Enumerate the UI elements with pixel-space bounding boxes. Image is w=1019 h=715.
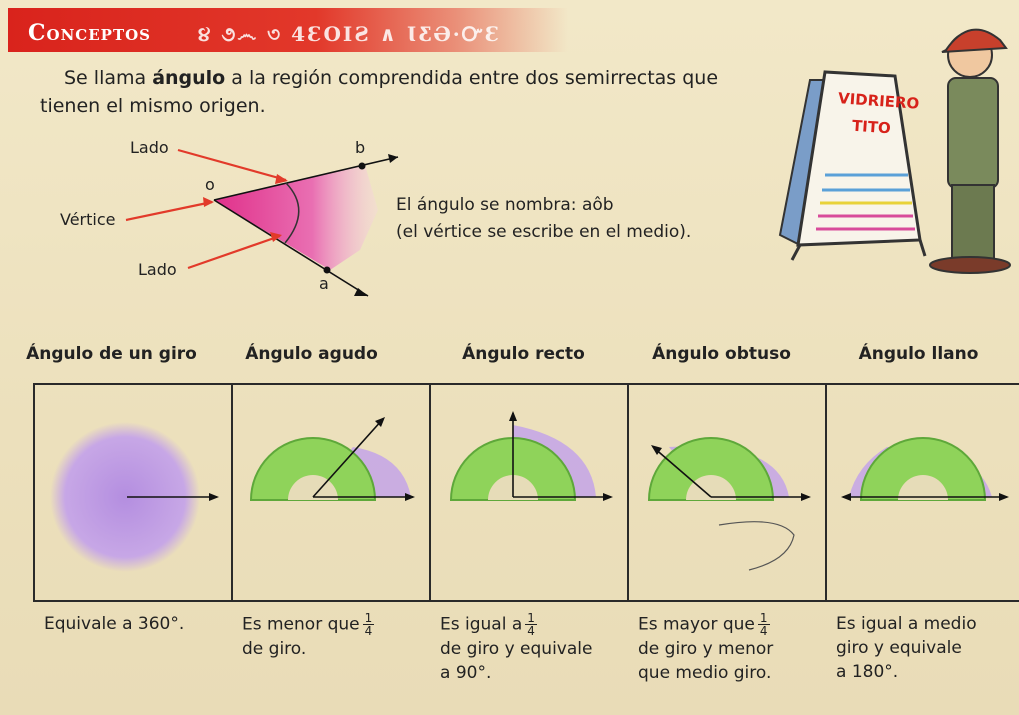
intro-part2: a la región comprendida entre dos semirr…: [225, 67, 719, 89]
desc-recto-line2: de giro y equivale: [440, 639, 593, 659]
panel-recto: [431, 385, 629, 600]
arrow-lado-top: [177, 148, 287, 182]
panel-obtuso: [629, 385, 827, 600]
intro-line2: tienen el mismo origen.: [40, 95, 266, 117]
intro-part1: Se llama: [64, 67, 153, 89]
label-vertice: Vértice: [60, 210, 116, 229]
desc-agudo-line2: de giro.: [242, 639, 307, 659]
header-llano: Ángulo llano: [858, 344, 979, 364]
desc-llano-line2: giro y equivale: [836, 638, 962, 658]
angle-arc: [284, 182, 300, 244]
desc-llano-line1: Es igual a medio: [836, 614, 977, 634]
desc-agudo-line1: Es menor que: [242, 614, 360, 635]
label-lado-bottom: Lado: [138, 260, 177, 279]
conceptos-banner: Conceptos ૪ ૭෴ ৩ 4ƐOIƧ ∧ ƖƸƏ·ᏅԐ: [8, 8, 568, 52]
angle-diagram: [125, 148, 399, 297]
panel-llano: [827, 385, 1019, 600]
desc-recto-line1: Es igual a: [440, 614, 523, 635]
point-a-dot: [323, 266, 331, 274]
panel-agudo: [233, 385, 431, 600]
protractor: [647, 437, 775, 501]
worker-legs: [951, 184, 995, 261]
protractor: [249, 437, 377, 501]
worker-shoes: [929, 256, 1011, 274]
naming-suffix: b: [602, 195, 614, 215]
desc-obtuso-line2: de giro y menor: [638, 639, 774, 659]
naming-text: El ángulo se nombra: aôb (el vértice se …: [396, 192, 691, 246]
header-agudo: Ángulo agudo: [245, 344, 378, 364]
definition-text: Se llama ángulo a la región comprendida …: [40, 64, 760, 120]
banner-title: Conceptos: [28, 20, 151, 46]
desc-giro: Equivale a 360°.: [44, 612, 224, 636]
label-point-o: o: [205, 175, 215, 194]
arrow-lado-bottom: [187, 234, 281, 270]
desc-recto-line3: a 90°.: [440, 663, 492, 683]
point-b-dot: [358, 162, 366, 170]
full-turn-region: [50, 422, 200, 572]
worker-body: [947, 77, 999, 189]
arrow-oa: [354, 288, 368, 296]
naming-line2: (el vértice se escribe en el medio).: [396, 222, 692, 242]
glazier-illustration: [778, 28, 1011, 274]
label-point-a: a: [319, 274, 329, 293]
protractor: [859, 437, 987, 501]
panel-giro: [35, 385, 233, 600]
ray-oa: [213, 199, 369, 297]
label-point-b: b: [355, 138, 366, 157]
header-giro: Ángulo de un giro: [26, 344, 197, 364]
naming-vertex: ô: [592, 195, 603, 215]
angle-types-headers: Ángulo de un giro Ángulo agudo Ángulo re…: [26, 344, 1019, 380]
intro-bold-term: ángulo: [152, 67, 226, 89]
header-recto: Ángulo recto: [462, 344, 585, 364]
arrow-vertice: [125, 200, 213, 222]
desc-obtuso-line1: Es mayor que: [638, 614, 755, 635]
arrow-ob: [388, 154, 398, 163]
worker-cap: [941, 28, 1008, 53]
naming-prefix: El ángulo se nombra: a: [396, 195, 593, 215]
ray-ob: [213, 156, 399, 201]
desc-giro-line1: Equivale a 360°.: [44, 614, 185, 634]
angle-types-panels: [33, 383, 1019, 602]
angle-region: [214, 165, 378, 270]
header-obtuso: Ángulo obtuso: [652, 344, 791, 364]
banner-decoration: ૪ ૭෴ ৩ 4ƐOIƧ ∧ ƖƸƏ·ᏅԐ: [198, 22, 502, 46]
label-lado-top: Lado: [130, 138, 169, 157]
desc-llano: Es igual a medio giro y equivale a 180°.: [836, 612, 1016, 684]
desc-obtuso-line3: que medio giro.: [638, 663, 772, 683]
sign-text-line2: TITO: [851, 116, 892, 138]
desc-llano-line3: a 180°.: [836, 662, 899, 682]
